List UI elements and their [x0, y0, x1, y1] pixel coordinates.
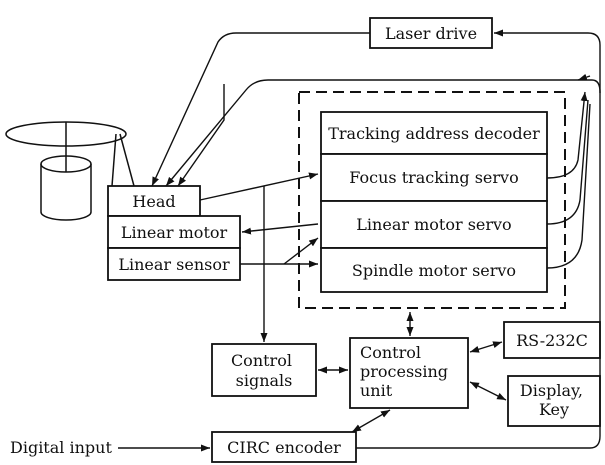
linear-sensor-label: Linear sensor — [118, 255, 230, 274]
spindle-motor-servo-label: Spindle motor servo — [352, 261, 516, 280]
control-signals-box — [211, 343, 317, 397]
control-processing-unit-label: Control processing unit — [360, 343, 453, 400]
control-signals-line-2: signals — [236, 371, 293, 390]
digital-input-label: Digital input — [10, 438, 112, 457]
display-key-line-1: Display, — [520, 381, 583, 400]
cpu-line-2: processing — [360, 362, 448, 381]
head-box — [107, 185, 201, 217]
spindle-motor-servo-box — [320, 247, 548, 293]
laser-drive-label: Laser drive — [385, 24, 477, 43]
control-processing-unit-box — [349, 337, 469, 409]
control-signals-line-1: Control — [231, 351, 292, 370]
connections — [118, 29, 601, 452]
tracking-address-decoder-label: Tracking address decoder — [328, 124, 540, 143]
control-signals-label: Control signals — [231, 351, 297, 390]
cpu-line-1: Control — [360, 343, 421, 362]
servo-group-outline — [298, 91, 566, 309]
laser-drive-box — [369, 17, 493, 49]
linear-motor-servo-label: Linear motor servo — [356, 215, 511, 234]
cpu-line-3: unit — [360, 381, 393, 400]
disc-drawing — [5, 121, 135, 221]
rs232c-label: RS-232C — [516, 331, 588, 350]
linear-motor-servo-box — [320, 200, 548, 249]
display-key-label: Display, Key — [520, 381, 588, 419]
display-key-line-2: Key — [539, 400, 569, 419]
circ-encoder-label: CIRC encoder — [227, 438, 341, 457]
head-label: Head — [132, 192, 175, 211]
circ-encoder-box — [211, 431, 357, 463]
linear-motor-label: Linear motor — [121, 223, 228, 242]
focus-tracking-servo-label: Focus tracking servo — [349, 168, 518, 187]
linear-sensor-box — [107, 247, 241, 281]
